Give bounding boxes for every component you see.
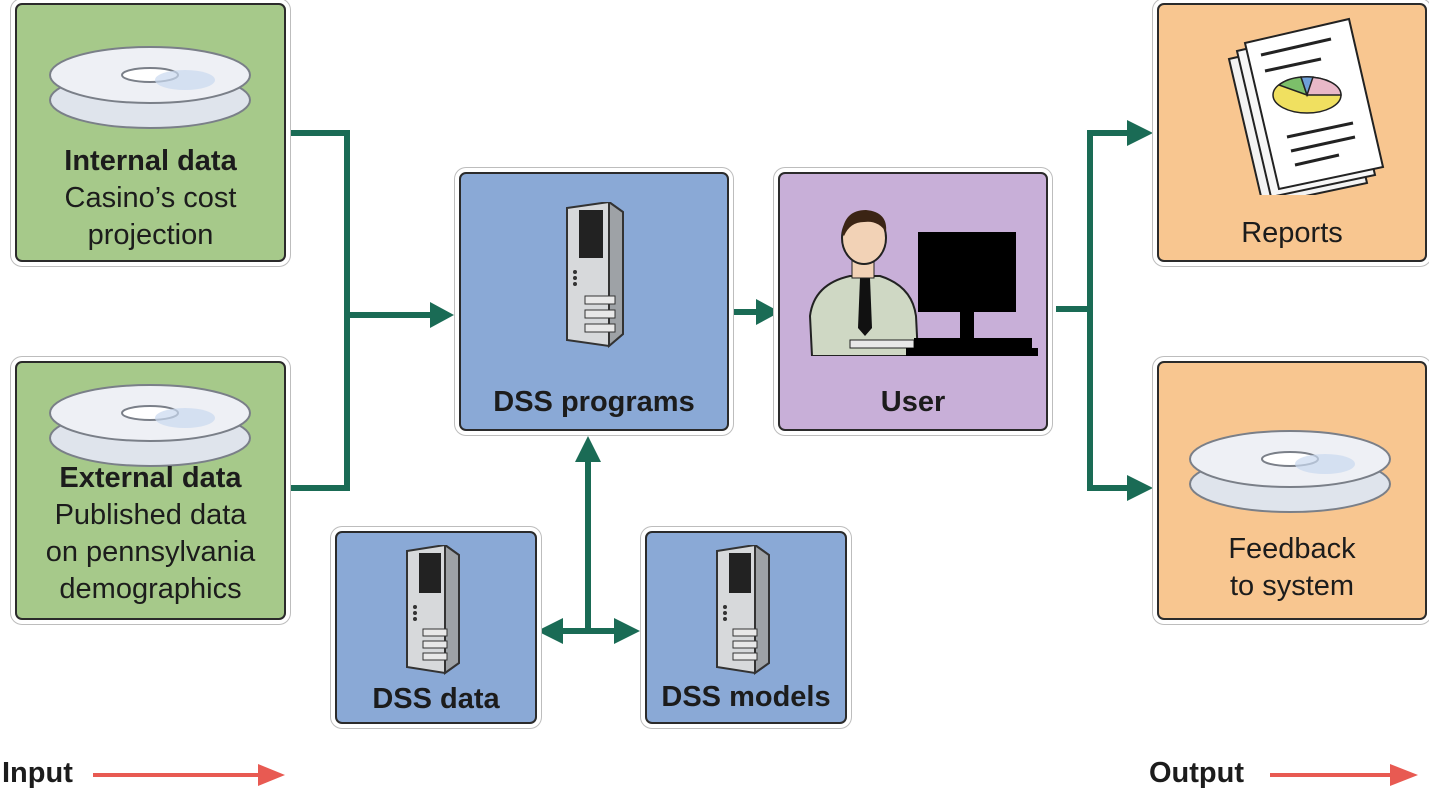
reports-label: Reports xyxy=(1241,217,1343,249)
arrowhead-reports xyxy=(1127,120,1153,146)
arrowhead-user xyxy=(756,299,780,325)
user-label: User xyxy=(880,386,946,418)
arrowhead-programs xyxy=(430,302,454,328)
input-label: Input xyxy=(2,757,73,789)
disc-icon xyxy=(1189,430,1391,513)
server-icon xyxy=(716,545,770,675)
disc-icon xyxy=(49,46,251,129)
dss-data-label: DSS data xyxy=(372,683,500,715)
dss-models-box: DSS models xyxy=(645,531,847,724)
server-icon xyxy=(566,202,624,349)
external-data-line2: on pennsylvania xyxy=(45,536,256,568)
feedback-box: Feedback to system xyxy=(1157,361,1427,620)
output-split-line xyxy=(1087,130,1129,491)
output-label: Output xyxy=(1149,757,1245,789)
arrowhead-left xyxy=(537,618,563,644)
internal-data-box: Internal data Casino’s cost projection xyxy=(15,3,286,262)
feedback-line1: Feedback xyxy=(1228,533,1356,565)
dss-programs-box: DSS programs xyxy=(459,172,729,431)
input-arrow-head xyxy=(258,764,285,786)
input-merge-line xyxy=(288,130,350,491)
external-data-box: External data Published data on pennsylv… xyxy=(15,361,286,620)
reports-box: Reports xyxy=(1157,3,1427,262)
server-icon xyxy=(406,545,460,675)
user-at-computer-icon xyxy=(808,210,1038,356)
internal-data-line2: projection xyxy=(87,219,214,251)
external-data-title: External data xyxy=(59,462,242,494)
disc-icon xyxy=(49,384,251,467)
external-data-line1: Published data xyxy=(54,499,247,531)
feedback-line2: to system xyxy=(1229,570,1355,602)
arrowhead-feedback xyxy=(1127,475,1153,501)
internal-data-title: Internal data xyxy=(64,145,237,177)
user-box: User xyxy=(778,172,1048,431)
internal-data-line1: Casino’s cost xyxy=(64,182,237,214)
arrowhead-right xyxy=(614,618,640,644)
arrowhead-up xyxy=(575,436,601,462)
external-data-line3: demographics xyxy=(59,573,242,605)
output-arrow-head xyxy=(1390,764,1418,786)
dss-programs-label: DSS programs xyxy=(493,386,695,418)
dss-models-label: DSS models xyxy=(661,681,831,713)
dss-data-box: DSS data xyxy=(335,531,537,724)
reports-document-icon xyxy=(1227,17,1385,195)
